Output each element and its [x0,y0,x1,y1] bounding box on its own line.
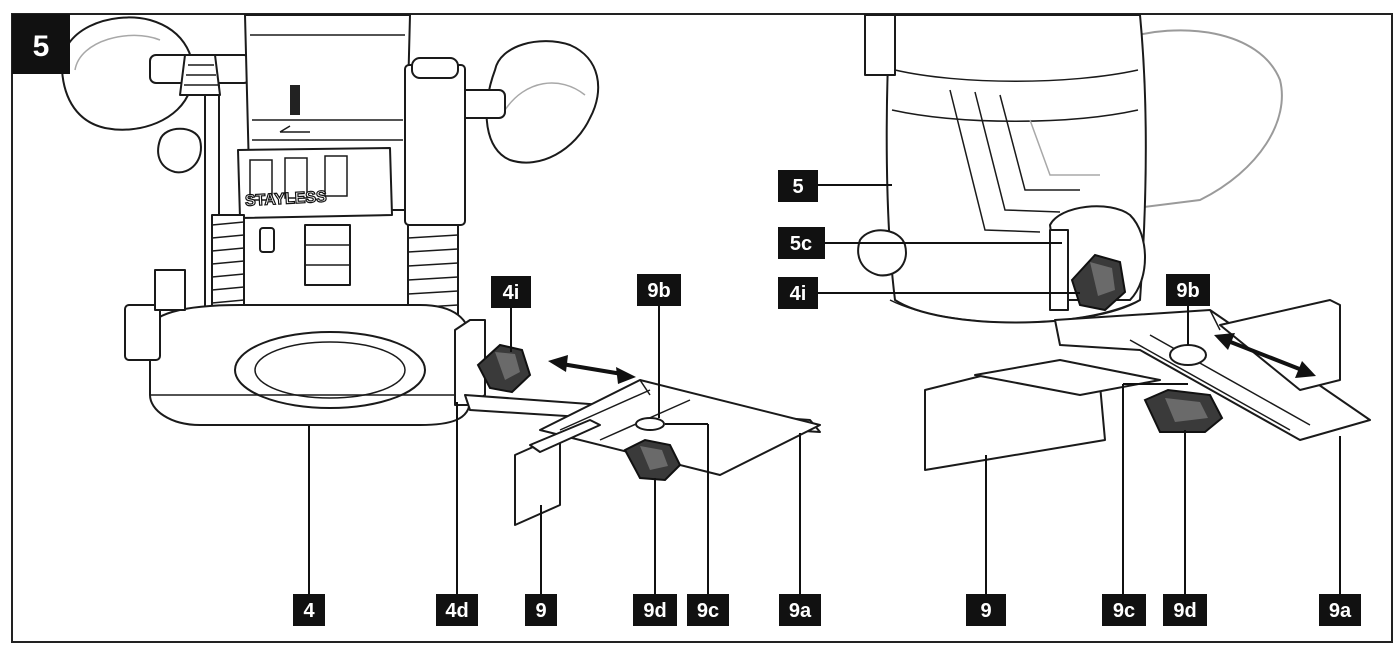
figure-number: 5 [12,14,70,74]
svg-text:5: 5 [792,176,803,198]
callout-9d: 9d [633,594,677,626]
guide-washer-right [1169,344,1207,366]
base-lettering: STAYLESS [245,189,328,210]
svg-text:9c: 9c [697,600,719,622]
leader-lines [308,184,1341,594]
callout-9b-right: 9b [1166,274,1210,306]
left-router-illustration: STAYLESS [60,14,821,526]
lock-knob-9d [623,438,682,482]
callout-4d: 4d [436,594,478,626]
lock-knob-9d-right [1143,388,1224,433]
housing-side-knob [857,229,907,277]
svg-text:9: 9 [535,600,546,622]
rear-fence [1219,299,1341,391]
svg-text:9c: 9c [1113,600,1135,622]
base-opening [234,331,426,409]
svg-text:9b: 9b [647,280,670,302]
svg-text:4d: 4d [445,600,468,622]
svg-text:5c: 5c [790,233,812,255]
svg-text:5: 5 [33,30,50,63]
svg-text:4i: 4i [790,283,807,305]
callout-5c: 5c [778,227,825,259]
callout-9-right: 9 [966,594,1006,626]
svg-text:9a: 9a [789,600,812,622]
svg-text:9d: 9d [643,600,666,622]
housing-rear-shell [1119,29,1283,211]
callout-4i-right: 4i [778,277,818,309]
svg-text:9b: 9b [1176,280,1199,302]
depth-scale-band [237,147,393,219]
callout-9a: 9a [779,594,821,626]
figure-frame [11,13,1393,643]
svg-text:4i: 4i [503,282,520,304]
svg-text:4: 4 [303,600,315,622]
right-handle [485,40,600,164]
callout-9a-right: 9a [1319,594,1361,626]
base-clamp [124,304,161,361]
callout-9d-right: 9d [1163,594,1207,626]
guide-washer [635,417,665,431]
svg-text:9a: 9a [1329,600,1352,622]
adjust-arrow-left [548,355,636,384]
callout-4i: 4i [491,276,531,308]
depth-lock-knob [157,127,202,174]
callout-5: 5 [778,170,818,202]
callout-9b: 9b [637,274,681,306]
left-spring [211,214,245,316]
lock-knob-4i-right [1070,253,1127,312]
svg-text:9: 9 [980,600,991,622]
callout-9: 9 [525,594,557,626]
callout-9c: 9c [687,594,729,626]
right-column [404,64,466,226]
svg-text:9d: 9d [1173,600,1196,622]
lock-knob-4i [476,343,532,394]
callout-4: 4 [293,594,325,626]
edge-guide-bracket [454,319,486,406]
right-router-illustration [857,14,1371,471]
callout-9c-right: 9c [1102,594,1146,626]
collet [304,224,351,286]
adjust-arrow-right [1214,333,1316,378]
